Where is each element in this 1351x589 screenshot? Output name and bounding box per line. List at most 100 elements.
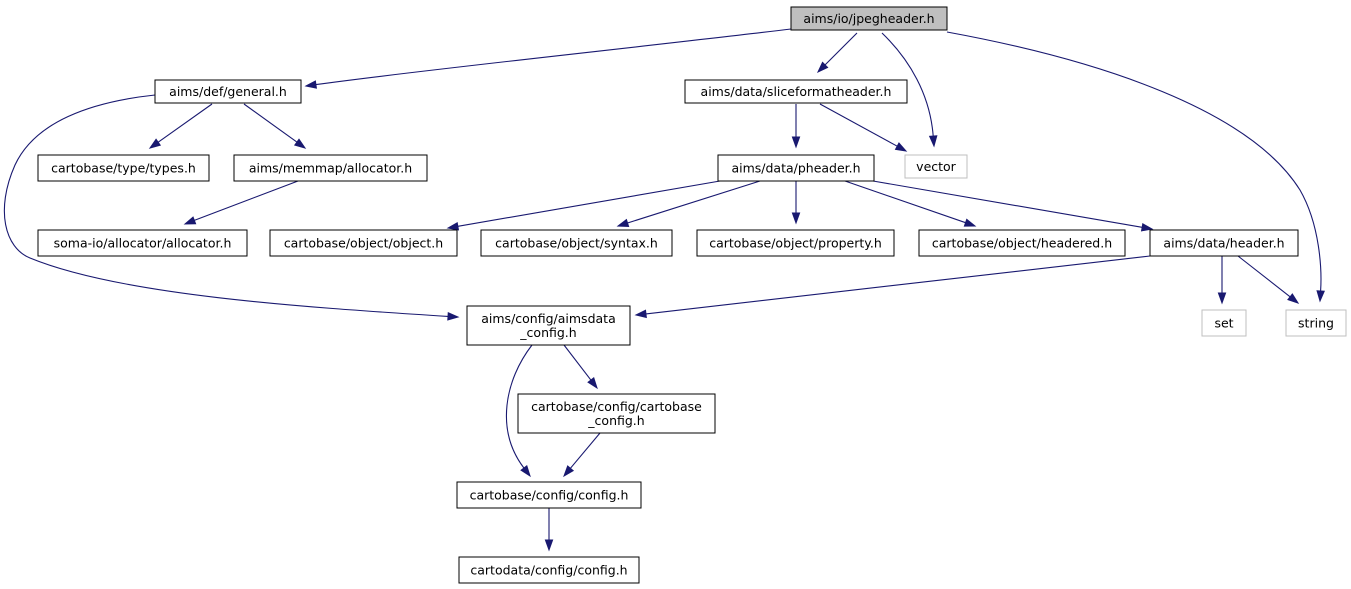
edge-line [881, 32, 934, 137]
edge-general-to-types [148, 103, 213, 149]
edge-config-to-cartodata_config [544, 508, 554, 552]
node-jpegheader[interactable]: aims/io/jpegheader.h [790, 6, 948, 31]
edge-header-to-set [1217, 256, 1227, 305]
node-box [233, 154, 428, 182]
node-label: cartodata/config/config.h [470, 563, 627, 578]
arrowhead-icon [634, 309, 647, 319]
edge-general-to-allocator [243, 103, 307, 149]
edge-line [157, 103, 213, 143]
node-box [1149, 229, 1299, 257]
edge-aimsdata_config-to-cartobase_config [563, 344, 598, 390]
node-object[interactable]: cartobase/object/object.h [269, 229, 458, 257]
node-box [517, 393, 716, 434]
node-label: cartobase/type/types.h [51, 161, 196, 176]
node-header[interactable]: aims/data/header.h [1149, 229, 1299, 257]
node-config[interactable]: cartobase/config/config.h [456, 481, 642, 509]
edge-line [457, 180, 721, 227]
edge-sliceformat-to-vector [819, 103, 908, 152]
arrowhead-icon [563, 465, 575, 478]
node-sliceformat[interactable]: aims/data/sliceformatheader.h [684, 79, 908, 104]
arrowhead-icon [293, 138, 307, 149]
arrowhead-icon [447, 312, 460, 321]
node-general[interactable]: aims/def/general.h [154, 79, 302, 104]
node-label: cartobase/object/syntax.h [495, 236, 658, 251]
edge-pheader-to-property [791, 181, 801, 225]
node-label: vector [916, 159, 957, 174]
node-box [458, 556, 640, 584]
node-box [37, 154, 210, 182]
node-box [918, 229, 1126, 257]
edge-line [569, 432, 601, 469]
edge-jpegheader-to-general [304, 28, 792, 89]
edge-pheader-to-syntax [616, 180, 761, 227]
node-vector: vector [904, 154, 968, 179]
edge-line [824, 32, 858, 66]
node-label: cartobase/config/config.h [470, 488, 629, 503]
node-label: cartobase/object/property.h [709, 236, 882, 251]
edge-pheader-to-object [446, 180, 721, 231]
edge-pheader-to-headered [844, 180, 977, 227]
arrowhead-icon [304, 80, 317, 89]
node-box [904, 154, 968, 179]
edge-line [872, 180, 1143, 228]
node-label: aims/io/jpegheader.h [803, 11, 934, 26]
edge-jpegheader-to-sliceformat [816, 32, 858, 74]
node-label: set [1214, 316, 1233, 331]
arrowhead-icon [148, 138, 162, 149]
node-types[interactable]: cartobase/type/types.h [37, 154, 210, 182]
edge-general-to-aimsdata_config [3, 94, 460, 321]
arrowhead-icon [616, 218, 630, 227]
edge-line [946, 31, 1322, 292]
edge-jpegheader-to-string [946, 31, 1325, 303]
node-box [684, 79, 908, 104]
edge-header-to-aimsdata_config [634, 255, 1151, 319]
node-label: aims/def/general.h [169, 84, 287, 99]
arrowhead-icon [544, 539, 554, 552]
edge-line [627, 180, 761, 224]
arrowhead-icon [183, 216, 197, 225]
edge-line [3, 94, 449, 317]
node-box [717, 154, 875, 182]
arrowhead-icon [1316, 290, 1325, 303]
edge-aimsdata_config-to-config [505, 344, 533, 478]
node-string: string [1285, 309, 1347, 337]
node-box [1201, 309, 1247, 337]
edge-line [1237, 255, 1291, 298]
node-cartobase_config[interactable]: cartobase/config/cartobase_config.h [517, 393, 716, 434]
edge-line [645, 255, 1151, 315]
node-label: cartobase/config/cartobase [531, 399, 702, 414]
node-somaalloc[interactable]: soma-io/allocator/allocator.h [37, 229, 248, 257]
node-box [37, 229, 248, 257]
arrowhead-icon [446, 221, 460, 231]
edge-line [315, 28, 792, 86]
node-cartodata_config[interactable]: cartodata/config/config.h [458, 556, 640, 584]
edge-header-to-string [1237, 255, 1300, 304]
node-box [790, 6, 948, 31]
node-label: _config.h [587, 413, 644, 428]
node-headered[interactable]: cartobase/object/headered.h [918, 229, 1126, 257]
node-label: aims/memmap/allocator.h [249, 161, 412, 176]
node-label: cartobase/object/object.h [284, 236, 443, 251]
arrowhead-icon [1140, 222, 1154, 232]
node-property[interactable]: cartobase/object/property.h [696, 229, 895, 257]
node-label: soma-io/allocator/allocator.h [54, 236, 232, 251]
arrowhead-icon [587, 377, 598, 390]
node-label: aims/config/aimsdata [481, 311, 615, 326]
node-label: aims/data/pheader.h [731, 161, 860, 176]
edge-line [563, 344, 592, 381]
node-allocator[interactable]: aims/memmap/allocator.h [233, 154, 428, 182]
node-box [1285, 309, 1347, 337]
node-label: cartobase/object/headered.h [932, 236, 1112, 251]
edge-sliceformat-to-pheader [791, 104, 801, 149]
node-syntax[interactable]: cartobase/object/syntax.h [480, 229, 673, 257]
edge-pheader-to-header [872, 180, 1154, 232]
node-aimsdata_config[interactable]: aims/config/aimsdata_config.h [466, 305, 631, 346]
arrowhead-icon [928, 135, 938, 148]
node-pheader[interactable]: aims/data/pheader.h [717, 154, 875, 182]
edge-allocator-to-somaalloc [183, 180, 299, 225]
arrowhead-icon [1287, 293, 1300, 304]
node-label: _config.h [519, 325, 576, 340]
edges-layer [3, 28, 1325, 552]
node-label: aims/data/sliceformatheader.h [701, 84, 892, 99]
